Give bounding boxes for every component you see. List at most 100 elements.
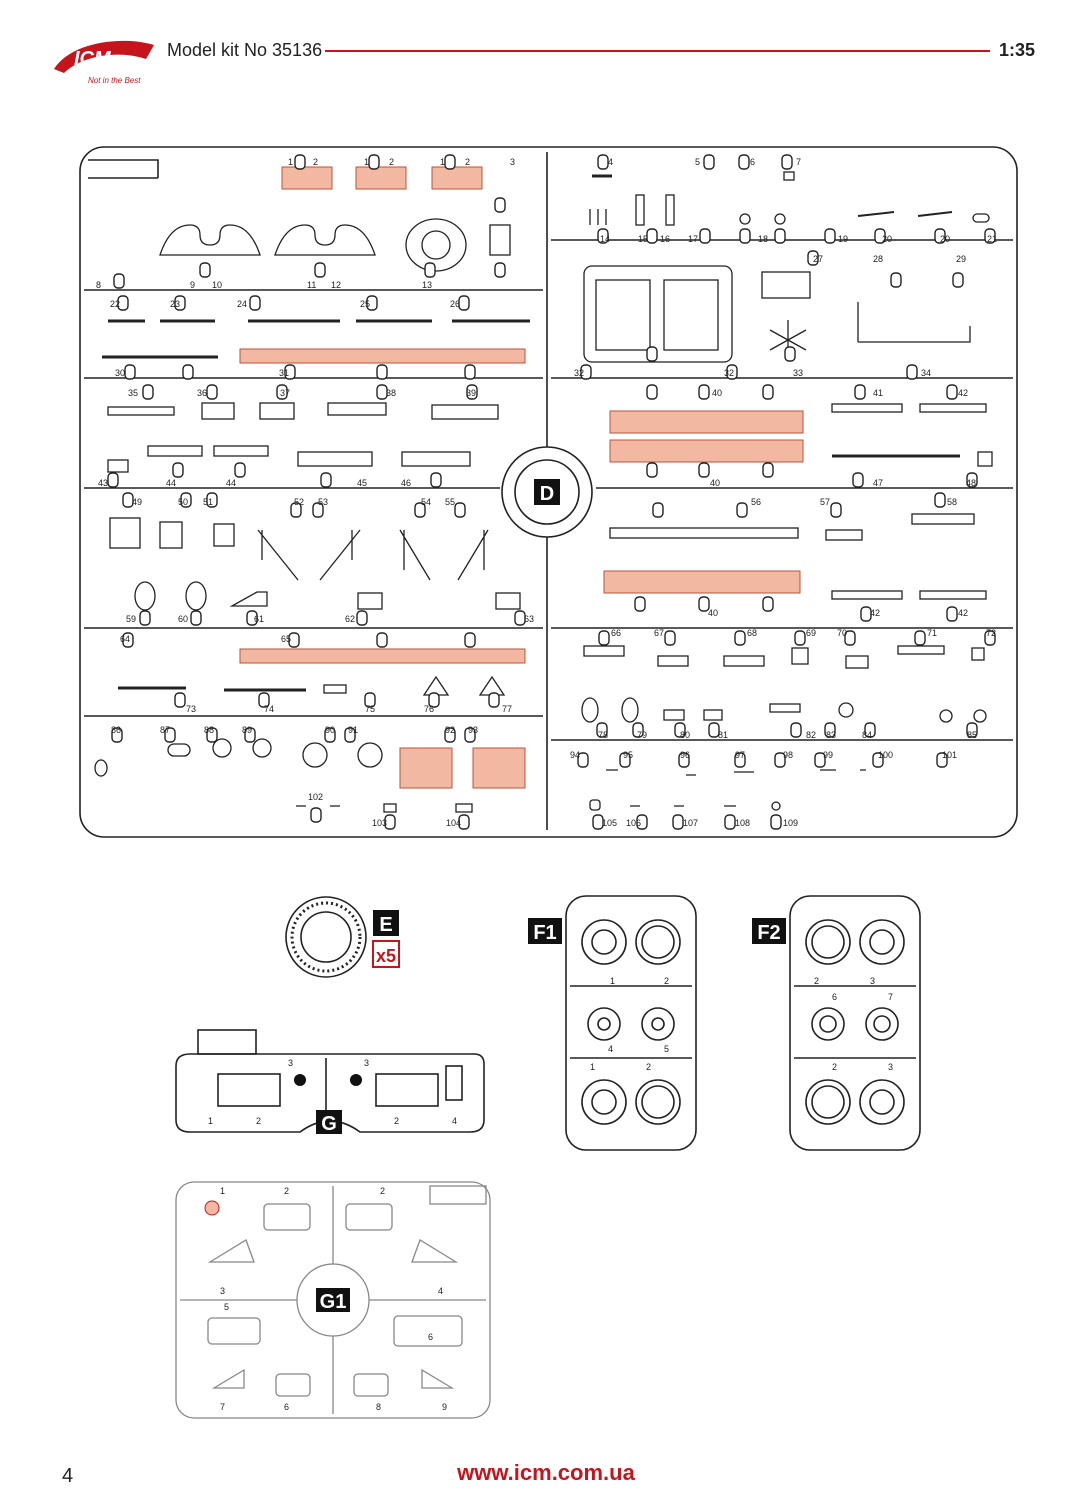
website-link[interactable]: www.icm.com.ua [457, 1460, 635, 1485]
part-number: 59 [126, 614, 136, 624]
part-number: 75 [365, 704, 375, 714]
part-numbers-d: 1 2 1 2 1 2 3 4 5 6 7 8 9 10 11 12 13 14… [96, 157, 997, 828]
sprue-f1-label: F1 [533, 922, 556, 944]
part-number: 12 [331, 280, 341, 290]
part-number: 95 [623, 750, 633, 760]
part-number: 105 [602, 818, 617, 828]
part-number: 42 [958, 608, 968, 618]
part-number: 68 [747, 628, 757, 638]
part-number: 2 [832, 1062, 837, 1072]
quantity-box [372, 940, 400, 968]
part-number: 33 [793, 368, 803, 378]
part-number: 2 [380, 1186, 385, 1196]
part-number: 69 [806, 628, 816, 638]
part-number: 35 [128, 388, 138, 398]
part-number: 16 [660, 234, 670, 244]
sprue-g1-label-box [316, 1288, 350, 1312]
highlighted-parts-d [239, 166, 804, 789]
page-number: 4 [62, 1465, 74, 1487]
part-number: 22 [110, 299, 120, 309]
part-number: 25 [360, 299, 370, 309]
part-number: 99 [823, 750, 833, 760]
part-number: 39 [466, 388, 476, 398]
part-number: 28 [873, 254, 883, 264]
part-number: 8 [96, 280, 101, 290]
part-number: 1 [610, 976, 615, 986]
part-number: 83 [826, 730, 836, 740]
part-number: 71 [927, 628, 937, 638]
part-number: 49 [132, 497, 142, 507]
part-number: 27 [813, 254, 823, 264]
part-number: 5 [664, 1044, 669, 1054]
part-number: 89 [242, 725, 252, 735]
part-number: 98 [783, 750, 793, 760]
part-number: 3 [510, 157, 515, 167]
part-number: 92 [445, 725, 455, 735]
part-number: 42 [958, 388, 968, 398]
part-number: 91 [348, 725, 358, 735]
part-number: 24 [237, 299, 247, 309]
part-number: 21 [987, 234, 997, 244]
page-title: Model kit No 35136 [167, 40, 323, 60]
part-number: 94 [570, 750, 580, 760]
part-number: 84 [862, 730, 872, 740]
sprue-d [79, 146, 1018, 838]
sprue-f1 [565, 895, 697, 1151]
part-number: 4 [438, 1286, 443, 1296]
part-number: 1 [208, 1116, 213, 1126]
parts-d [94, 171, 993, 813]
part-number: 8 [376, 1402, 381, 1412]
part-numbers-f1: 1 2 4 5 1 2 [590, 976, 669, 1072]
part-number: 19 [838, 234, 848, 244]
part-number: 17 [688, 234, 698, 244]
part-number: 63 [524, 614, 534, 624]
part-number: 66 [611, 628, 621, 638]
part-number: 2 [664, 976, 669, 986]
part-number: 104 [446, 818, 461, 828]
part-number: 36 [197, 388, 207, 398]
part-number: 79 [637, 730, 647, 740]
part-number: 80 [680, 730, 690, 740]
sprue-e-tire [285, 896, 367, 978]
part-number: 32 [724, 368, 734, 378]
part-number: 2 [394, 1116, 399, 1126]
part-number: 45 [357, 478, 367, 488]
part-number: 5 [224, 1302, 229, 1312]
part-number: 64 [120, 634, 130, 644]
logo-text: ICM [74, 48, 112, 70]
part-number: 73 [186, 704, 196, 714]
sprue-g-dot [294, 1074, 306, 1086]
part-number: 56 [751, 497, 761, 507]
part-number: 14 [600, 234, 610, 244]
part-number: 88 [204, 725, 214, 735]
part-number: 20 [882, 234, 892, 244]
icm-logo: ICM Not in the Best [50, 35, 160, 92]
part-number: 93 [468, 725, 478, 735]
part-number: 34 [921, 368, 931, 378]
part-number: 57 [820, 497, 830, 507]
part-number: 2 [389, 157, 394, 167]
part-number: 31 [279, 368, 289, 378]
part-number: 55 [445, 497, 455, 507]
part-number: 1 [590, 1062, 595, 1072]
part-number: 9 [190, 280, 195, 290]
part-number: 82 [806, 730, 816, 740]
part-number: 40 [710, 478, 720, 488]
part-number: 42 [870, 608, 880, 618]
sprue-f2-label-box [752, 918, 786, 944]
part-number: 85 [967, 730, 977, 740]
part-number: 2 [256, 1116, 261, 1126]
part-number: 6 [428, 1332, 433, 1342]
part-number: 3 [288, 1058, 293, 1068]
part-number: 6 [284, 1402, 289, 1412]
quantity-label: x5 [376, 946, 396, 966]
part-number: 9 [442, 1402, 447, 1412]
part-numbers-f2: 2 3 6 7 2 3 [814, 976, 893, 1072]
sprue-g1-label: G1 [320, 1291, 347, 1313]
sprue-e-label-box [373, 910, 399, 936]
part-number: 70 [837, 628, 847, 638]
header-divider [325, 50, 990, 52]
part-number: 30 [115, 368, 125, 378]
part-number: 2 [814, 976, 819, 986]
part-number: 40 [708, 608, 718, 618]
